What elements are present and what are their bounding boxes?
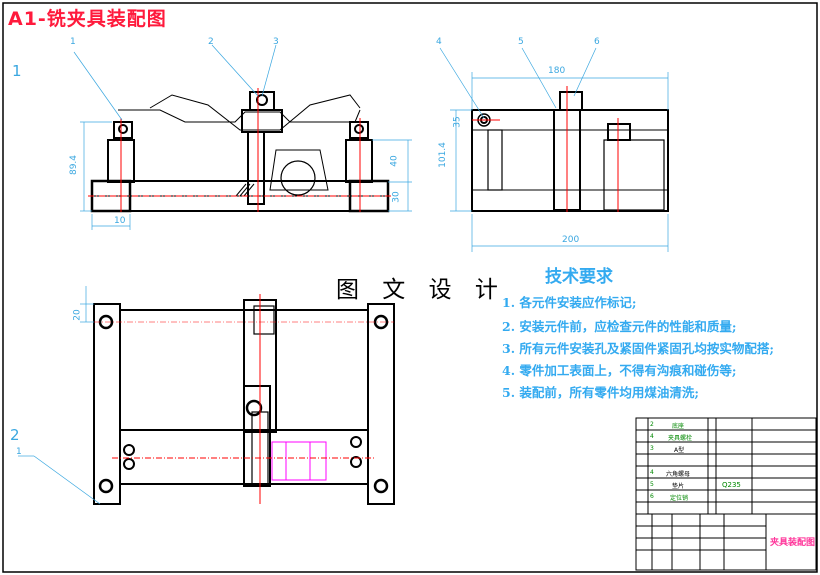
top-view — [93, 299, 395, 505]
bom-no: 6 — [650, 493, 654, 500]
dimension-text: 40 — [389, 155, 400, 167]
requirement-item: 1. 各元件安装应作标记; — [502, 295, 637, 310]
requirements-heading: 技术要求 — [545, 267, 613, 287]
part-balloon: 3 — [273, 37, 279, 47]
dimension-text: 89.4 — [69, 154, 80, 176]
front-view — [90, 91, 390, 213]
dimension-text: 180 — [548, 66, 566, 76]
front-view-dims — [73, 44, 412, 230]
view-label: 1 — [12, 62, 22, 80]
side-view-dims — [439, 47, 669, 252]
dimension-text: 20 — [72, 309, 83, 321]
dimension-text: 10 — [114, 216, 126, 226]
top-view-centerlines — [94, 294, 394, 504]
view-label: 2 — [10, 426, 20, 444]
part-balloon: 5 — [518, 37, 524, 47]
top-view-hidden — [271, 441, 327, 481]
dimension-text: 35 — [452, 116, 463, 128]
bom-material: Q235 — [722, 481, 741, 489]
drawing-title: A1-铣夹具装配图 — [8, 8, 167, 30]
requirement-item: 3. 所有元件安装孔及紧固件紧固孔均按实物配搭; — [502, 341, 775, 356]
part-balloon: 4 — [436, 37, 442, 47]
watermark-text: 图 文 设 计 — [336, 277, 506, 303]
part-balloon: 6 — [594, 37, 600, 47]
front-view-centerlines — [88, 88, 392, 212]
bom-name: 底座 — [672, 423, 685, 430]
bom-name: 六角螺母 — [666, 471, 691, 478]
bom-no: 4 — [650, 469, 654, 476]
part-balloon: 1 — [70, 37, 76, 47]
top-view-dims — [18, 286, 101, 505]
dimension-text: 200 — [562, 235, 580, 245]
bom-no: 3 — [650, 445, 654, 452]
bom-no: 5 — [650, 481, 654, 488]
part-balloon: 2 — [208, 37, 214, 47]
bom-name: A型 — [674, 447, 685, 454]
dimension-text: 101.4 — [437, 142, 448, 168]
side-view — [471, 91, 669, 212]
title-block-drawing-name: 夹具装配图 — [770, 538, 816, 548]
bom-name: 垫片 — [672, 483, 685, 490]
bom-no: 4 — [650, 433, 654, 440]
part-balloon: 1 — [16, 447, 22, 457]
requirement-item: 5. 装配前，所有零件均用煤油清洗; — [502, 385, 700, 400]
title-block — [635, 417, 817, 571]
dimension-text: 30 — [391, 191, 402, 203]
side-view-centerlines — [472, 86, 619, 212]
requirement-item: 4. 零件加工表面上，不得有沟痕和碰伤等; — [502, 363, 737, 378]
bom-name: 定位销 — [670, 495, 689, 502]
requirement-item: 2. 安装元件前，应检查元件的性能和质量; — [502, 319, 737, 334]
bom-no: 2 — [650, 421, 654, 428]
bom-name: 夹具螺栓 — [668, 435, 693, 442]
